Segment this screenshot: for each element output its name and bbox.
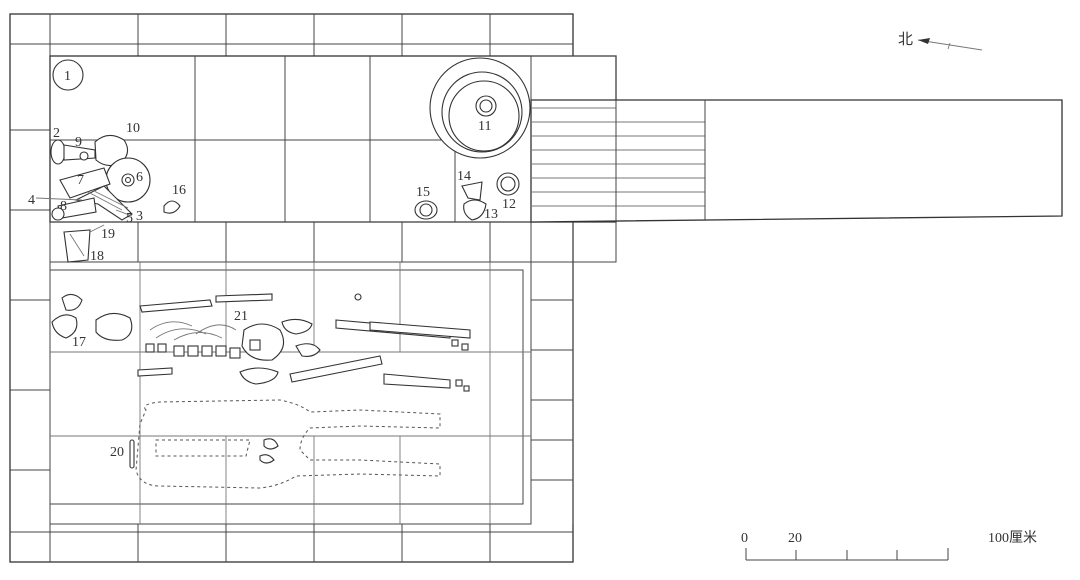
burial-chamber <box>50 262 531 524</box>
skeleton-upper <box>51 293 471 392</box>
svg-text:14: 14 <box>457 169 471 184</box>
object-labels: 2 9 10 6 7 16 4 8 5 3 19 18 14 12 13 15 … <box>28 121 516 460</box>
svg-text:3: 3 <box>136 209 143 224</box>
svg-text:17: 17 <box>72 335 86 350</box>
svg-text:1: 1 <box>64 69 71 84</box>
object-cluster-left <box>35 134 181 263</box>
svg-text:100厘米: 100厘米 <box>988 530 1037 546</box>
svg-text:15: 15 <box>416 185 430 200</box>
svg-text:4: 4 <box>28 193 35 208</box>
svg-text:20: 20 <box>110 445 124 460</box>
svg-text:9: 9 <box>75 135 82 150</box>
skeleton-lower-outline <box>129 399 441 489</box>
scale-bar: 0 20 100厘米 <box>741 530 1037 561</box>
svg-text:20: 20 <box>788 531 802 546</box>
svg-text:11: 11 <box>478 119 491 134</box>
svg-text:18: 18 <box>90 249 104 264</box>
object-11-large-jar: 11 <box>429 57 531 159</box>
object-cluster-right <box>414 172 520 221</box>
object-1: 1 <box>52 59 84 91</box>
svg-text:12: 12 <box>502 197 516 212</box>
svg-text:7: 7 <box>77 173 84 188</box>
svg-text:21: 21 <box>234 309 248 324</box>
svg-text:2: 2 <box>53 126 60 141</box>
svg-text:10: 10 <box>126 121 140 136</box>
svg-text:16: 16 <box>172 183 186 198</box>
svg-text:6: 6 <box>136 170 143 185</box>
north-arrow: 北 <box>898 30 983 51</box>
svg-text:北: 北 <box>898 30 913 48</box>
svg-text:5: 5 <box>126 211 133 226</box>
svg-text:8: 8 <box>60 199 67 214</box>
svg-text:19: 19 <box>101 227 115 242</box>
entrance-passage <box>530 99 1063 223</box>
svg-text:13: 13 <box>484 207 498 222</box>
svg-text:0: 0 <box>741 531 748 546</box>
